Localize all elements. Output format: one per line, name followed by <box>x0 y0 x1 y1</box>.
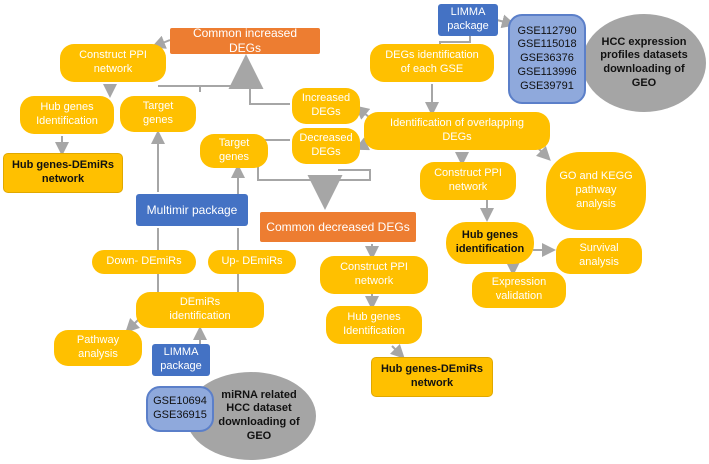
expression-validation: Expression validation <box>472 272 566 308</box>
increased-degs: Increased DEGs <box>292 88 360 124</box>
gse-list-top: GSE112790 GSE115018 GSE36376 GSE113996 G… <box>508 14 586 104</box>
up-demirs: Up- DEmiRs <box>208 250 296 274</box>
demirs-identification: DEmiRs identification <box>136 292 264 328</box>
go-kegg-pathway-analysis: GO and KEGG pathway analysis <box>546 152 646 230</box>
target-genes-mid: Target genes <box>200 134 268 168</box>
common-decreased-degs: Common decreased DEGs <box>260 212 416 242</box>
construct-ppi-network-right: Construct PPI network <box>420 162 516 200</box>
multimir-package: Multimir package <box>136 194 248 226</box>
construct-ppi-network-mid: Construct PPI network <box>320 256 428 294</box>
limma-package-top: LIMMA package <box>438 4 498 36</box>
pathway-analysis: Pathway analysis <box>54 330 142 366</box>
down-demirs: Down- DEmiRs <box>92 250 196 274</box>
arrow-hub-mid-to-net <box>389 343 405 359</box>
limma-package-bottom: LIMMA package <box>152 344 210 376</box>
identification-overlapping-degs: Identification of overlapping DEGs <box>364 112 550 150</box>
survival-analysis: Survival analysis <box>556 238 642 274</box>
common-increased-degs: Common increased DEGs <box>170 26 320 55</box>
hub-genes-demirs-network-mid: Hub genes-DEmiRs network <box>372 358 492 396</box>
degs-identification-each-gse: DEGs identification of each GSE <box>370 44 494 82</box>
target-genes-top: Target genes <box>120 96 196 132</box>
line-increased-to-common <box>199 85 290 105</box>
hub-genes-identification-mid: Hub genes Identification <box>326 306 422 344</box>
hub-genes-demirs-network-left: Hub genes-DEmiRs network <box>4 154 122 192</box>
hcc-expression-geo-ellipse: HCC expression profiles datasets downloa… <box>582 14 706 112</box>
construct-ppi-network-left: Construct PPI network <box>60 44 166 82</box>
hub-genes-identification-left: Hub genes Identification <box>20 96 114 134</box>
decreased-degs: Decreased DEGs <box>292 128 360 164</box>
hub-genes-identification-right: Hub genes identification <box>446 222 534 264</box>
gse-list-bottom: GSE10694 GSE36915 <box>146 386 214 432</box>
